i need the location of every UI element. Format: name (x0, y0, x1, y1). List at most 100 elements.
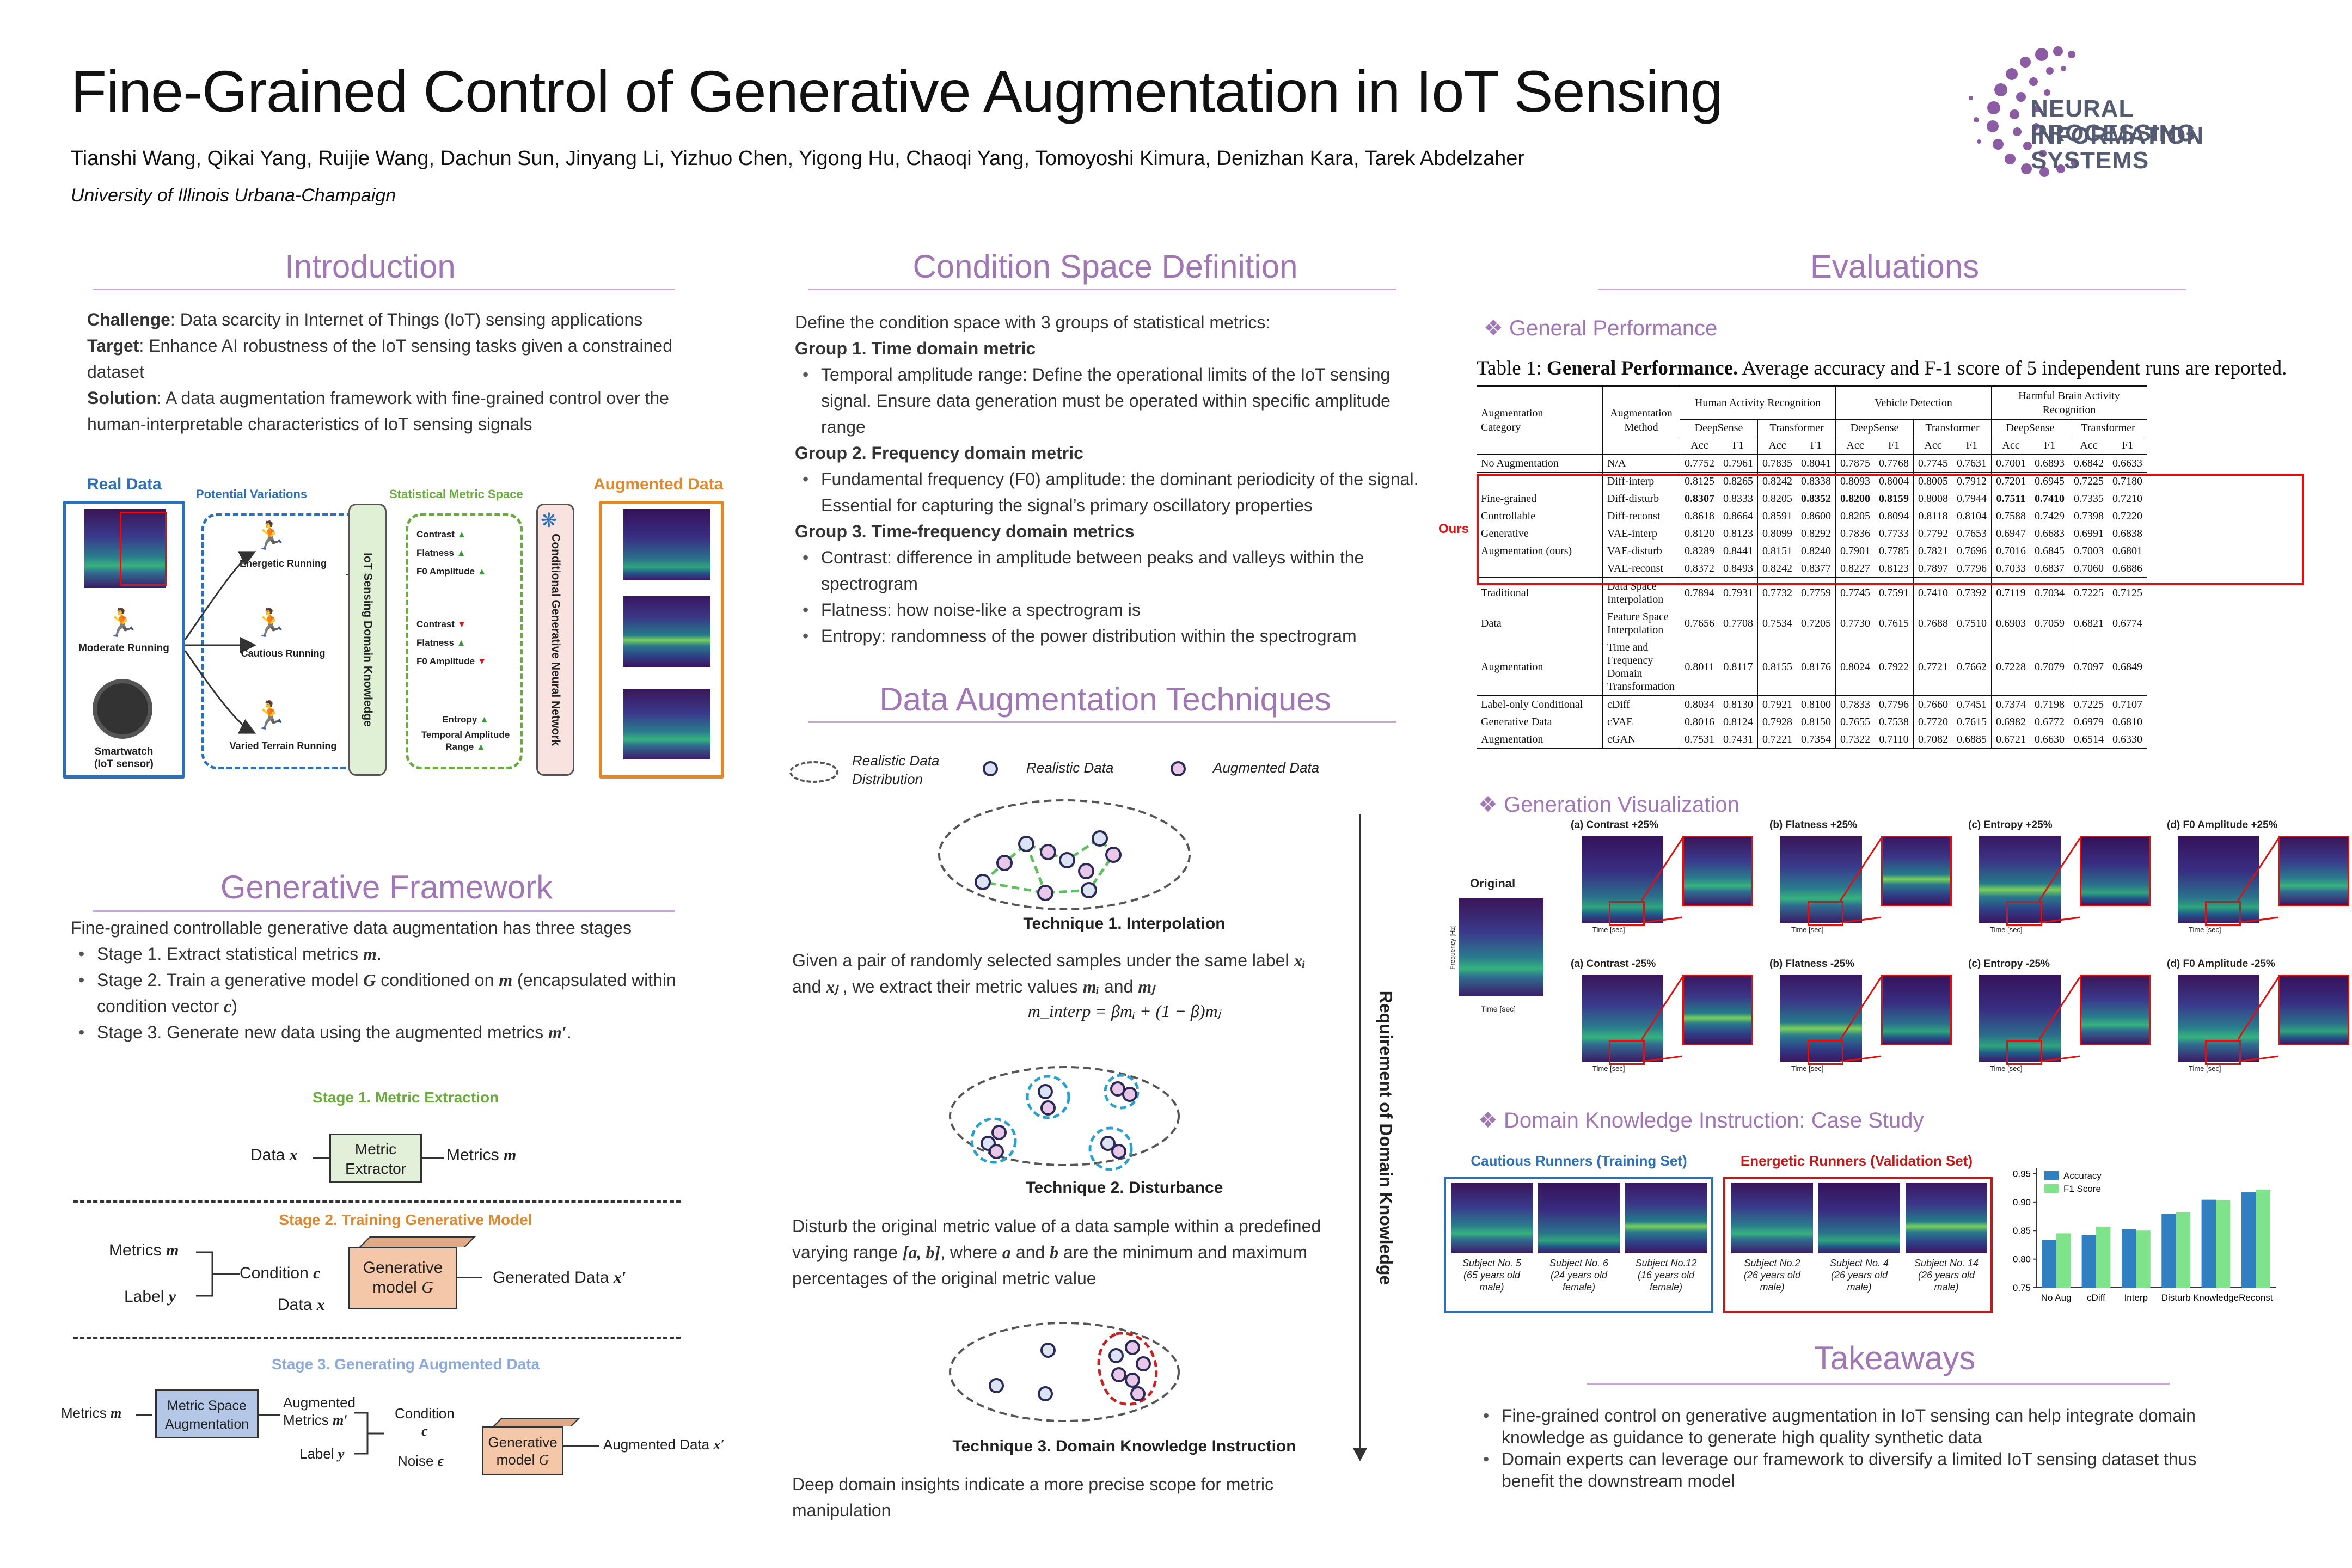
stage2-text-b: conditioned on (376, 970, 499, 990)
cell-value: 0.7225 (2069, 695, 2108, 713)
s1-data-label: Data x (250, 1146, 298, 1165)
genfw-divider (93, 910, 675, 912)
s1-arrow-in (313, 1157, 329, 1159)
cell-value: 0.6886 (2112, 562, 2142, 574)
affiliation: University of Illinois Urbana-Champaign (71, 185, 396, 206)
cell-method: Feature Space Interpolation (1602, 608, 1680, 639)
genvis-panel-title: (c) Entropy +25% (1968, 819, 2053, 831)
genvis-zoom-region (1609, 901, 1645, 926)
th-hbar-2: Recognition (2042, 404, 2096, 416)
x-tick-label: Knowledge (2193, 1293, 2239, 1303)
arrow-down-icon: ▼ (457, 619, 467, 629)
table-caption: Table 1: General Performance. Average ac… (1477, 357, 2287, 380)
cell-value: 0.7922 (1879, 660, 1909, 673)
dat-heading: Data Augmentation Techniques (879, 681, 1331, 718)
author-list: Tianshi Wang, Qikai Yang, Ruijie Wang, D… (71, 147, 1525, 170)
subject-card: Subject No.12(16 years old female) (1625, 1183, 1707, 1313)
s3-box-top (493, 1418, 580, 1426)
solution-label: Solution (87, 388, 157, 408)
group1-list: Temporal amplitude range: Define the ope… (795, 362, 1437, 440)
cell-value: 0.8041 (1801, 457, 1831, 469)
genvis-text: Generation Visualization (1503, 793, 1739, 817)
t2-text-c: and (1010, 1242, 1050, 1262)
s3-label-label: Label y (299, 1445, 344, 1462)
cell-value: 0.7538 (1879, 715, 1909, 728)
technique2-text: Disturb the original metric value of a d… (792, 1213, 1369, 1291)
diamond-icon: ❖ (1484, 316, 1509, 340)
cell-value: 0.8151 (1757, 542, 1797, 560)
logo-text-line1: NEURAL INFORMATION (2031, 95, 2204, 149)
genvis-panel-title: (a) Contrast -25% (1571, 958, 1656, 970)
cell-value: 0.7335 (2069, 490, 2108, 507)
genvis-zoom-lines (1641, 838, 1683, 923)
genvis-zoom-region (1808, 901, 1843, 926)
eval-divider (1598, 289, 2186, 290)
cell-value: 0.7180 (2112, 475, 2142, 487)
genfw-stages: Stage 1. Extract statistical metrics m. … (71, 941, 735, 1045)
s2-metrics-text: Metrics (109, 1241, 166, 1259)
stage1-text: Stage 1. Extract statistical metrics (97, 944, 364, 964)
bar-f1-score (2216, 1200, 2231, 1288)
real-data-label: Real Data (87, 475, 162, 493)
cell-value: 0.8008 (1913, 490, 1952, 507)
legend-distribution-icon (789, 761, 838, 783)
t2-b-var: b (1050, 1242, 1059, 1262)
metric-f0-2: F0 Amplitude (416, 656, 475, 666)
genvis-spectrogram (1780, 975, 1862, 1062)
subject-name: Subject No.2 (1744, 1258, 1800, 1269)
cell-value: 0.8104 (1957, 510, 1987, 522)
genvis-xlabel: Time [sec] (1791, 1064, 1824, 1073)
cell-value: 0.8016 (1680, 713, 1719, 731)
s2-condition-label: Condition c (240, 1264, 320, 1283)
cell-category: Augmentation (ours) (1481, 544, 1572, 557)
genvis-zoom-lines (1840, 838, 1882, 923)
subject-card: Subject No. 6(24 years old female) (1538, 1183, 1620, 1313)
cell-value: 0.7429 (2035, 510, 2065, 522)
genvis-xlabel: Time [sec] (2189, 926, 2221, 934)
s2-box-line1: Generative (363, 1259, 443, 1277)
y-tick-label: 0.95 (2013, 1168, 2031, 1179)
cell-value: 0.7660 (1913, 695, 1952, 713)
cell-value: 0.8664 (1723, 510, 1753, 522)
solution-line: Solution: A data augmentation framework … (87, 385, 719, 437)
group3-list: Contrast: difference in amplitude betwee… (795, 544, 1437, 649)
th-f1: F1 (1888, 439, 1900, 451)
cell-value: 0.7322 (1835, 731, 1875, 749)
s2-box-top (359, 1236, 476, 1247)
s1-m-var: m (504, 1146, 517, 1164)
solution-text: : A data augmentation framework with fin… (87, 388, 669, 434)
genvis-zoom-region (1609, 1040, 1645, 1065)
challenge-label: Challenge (87, 310, 170, 329)
subject-card: Subject No. 14(26 years old male) (1906, 1183, 1987, 1313)
cell-value: 0.7034 (2035, 586, 2065, 599)
genvis-zoom-lines (2238, 977, 2280, 1062)
genvis-panel-title: (d) F0 Amplitude -25% (2167, 958, 2275, 970)
s3-output-label: Augmented Data x′ (603, 1436, 725, 1453)
cell-category: Traditional (1481, 586, 1529, 599)
stage2-var-c: c (224, 996, 232, 1016)
cell-value: 0.7615 (1957, 715, 1987, 728)
ours-highlight-box (1477, 474, 2304, 585)
cell-value: 0.7205 (1801, 617, 1831, 629)
legend-real-label: Realistic Data (1026, 759, 1114, 776)
th-acc: Acc (1835, 437, 1875, 455)
cell-value: 0.6845 (2035, 544, 2065, 557)
metric-extractor-box: Metric Extractor (329, 1134, 422, 1183)
cell-value: 0.8377 (1801, 562, 1831, 574)
cell-value: 0.6991 (2069, 525, 2108, 542)
cell-value: 0.7836 (1835, 525, 1875, 542)
stage3-diagram-title: Stage 3. Generating Augmented Data (271, 1356, 540, 1373)
cell-value: 0.8307 (1680, 490, 1719, 507)
s3-outx-var: x′ (713, 1437, 725, 1453)
th-har-deepsense: DeepSense (1680, 419, 1758, 437)
genvis-zoom-region (1808, 1040, 1843, 1065)
cell-value: 0.7410 (2035, 492, 2065, 505)
group1-heading: Group 1. Time domain metric (795, 339, 1036, 358)
s3-condition-text: Condition (395, 1405, 455, 1422)
genvis-zoom-region (2006, 901, 2042, 926)
